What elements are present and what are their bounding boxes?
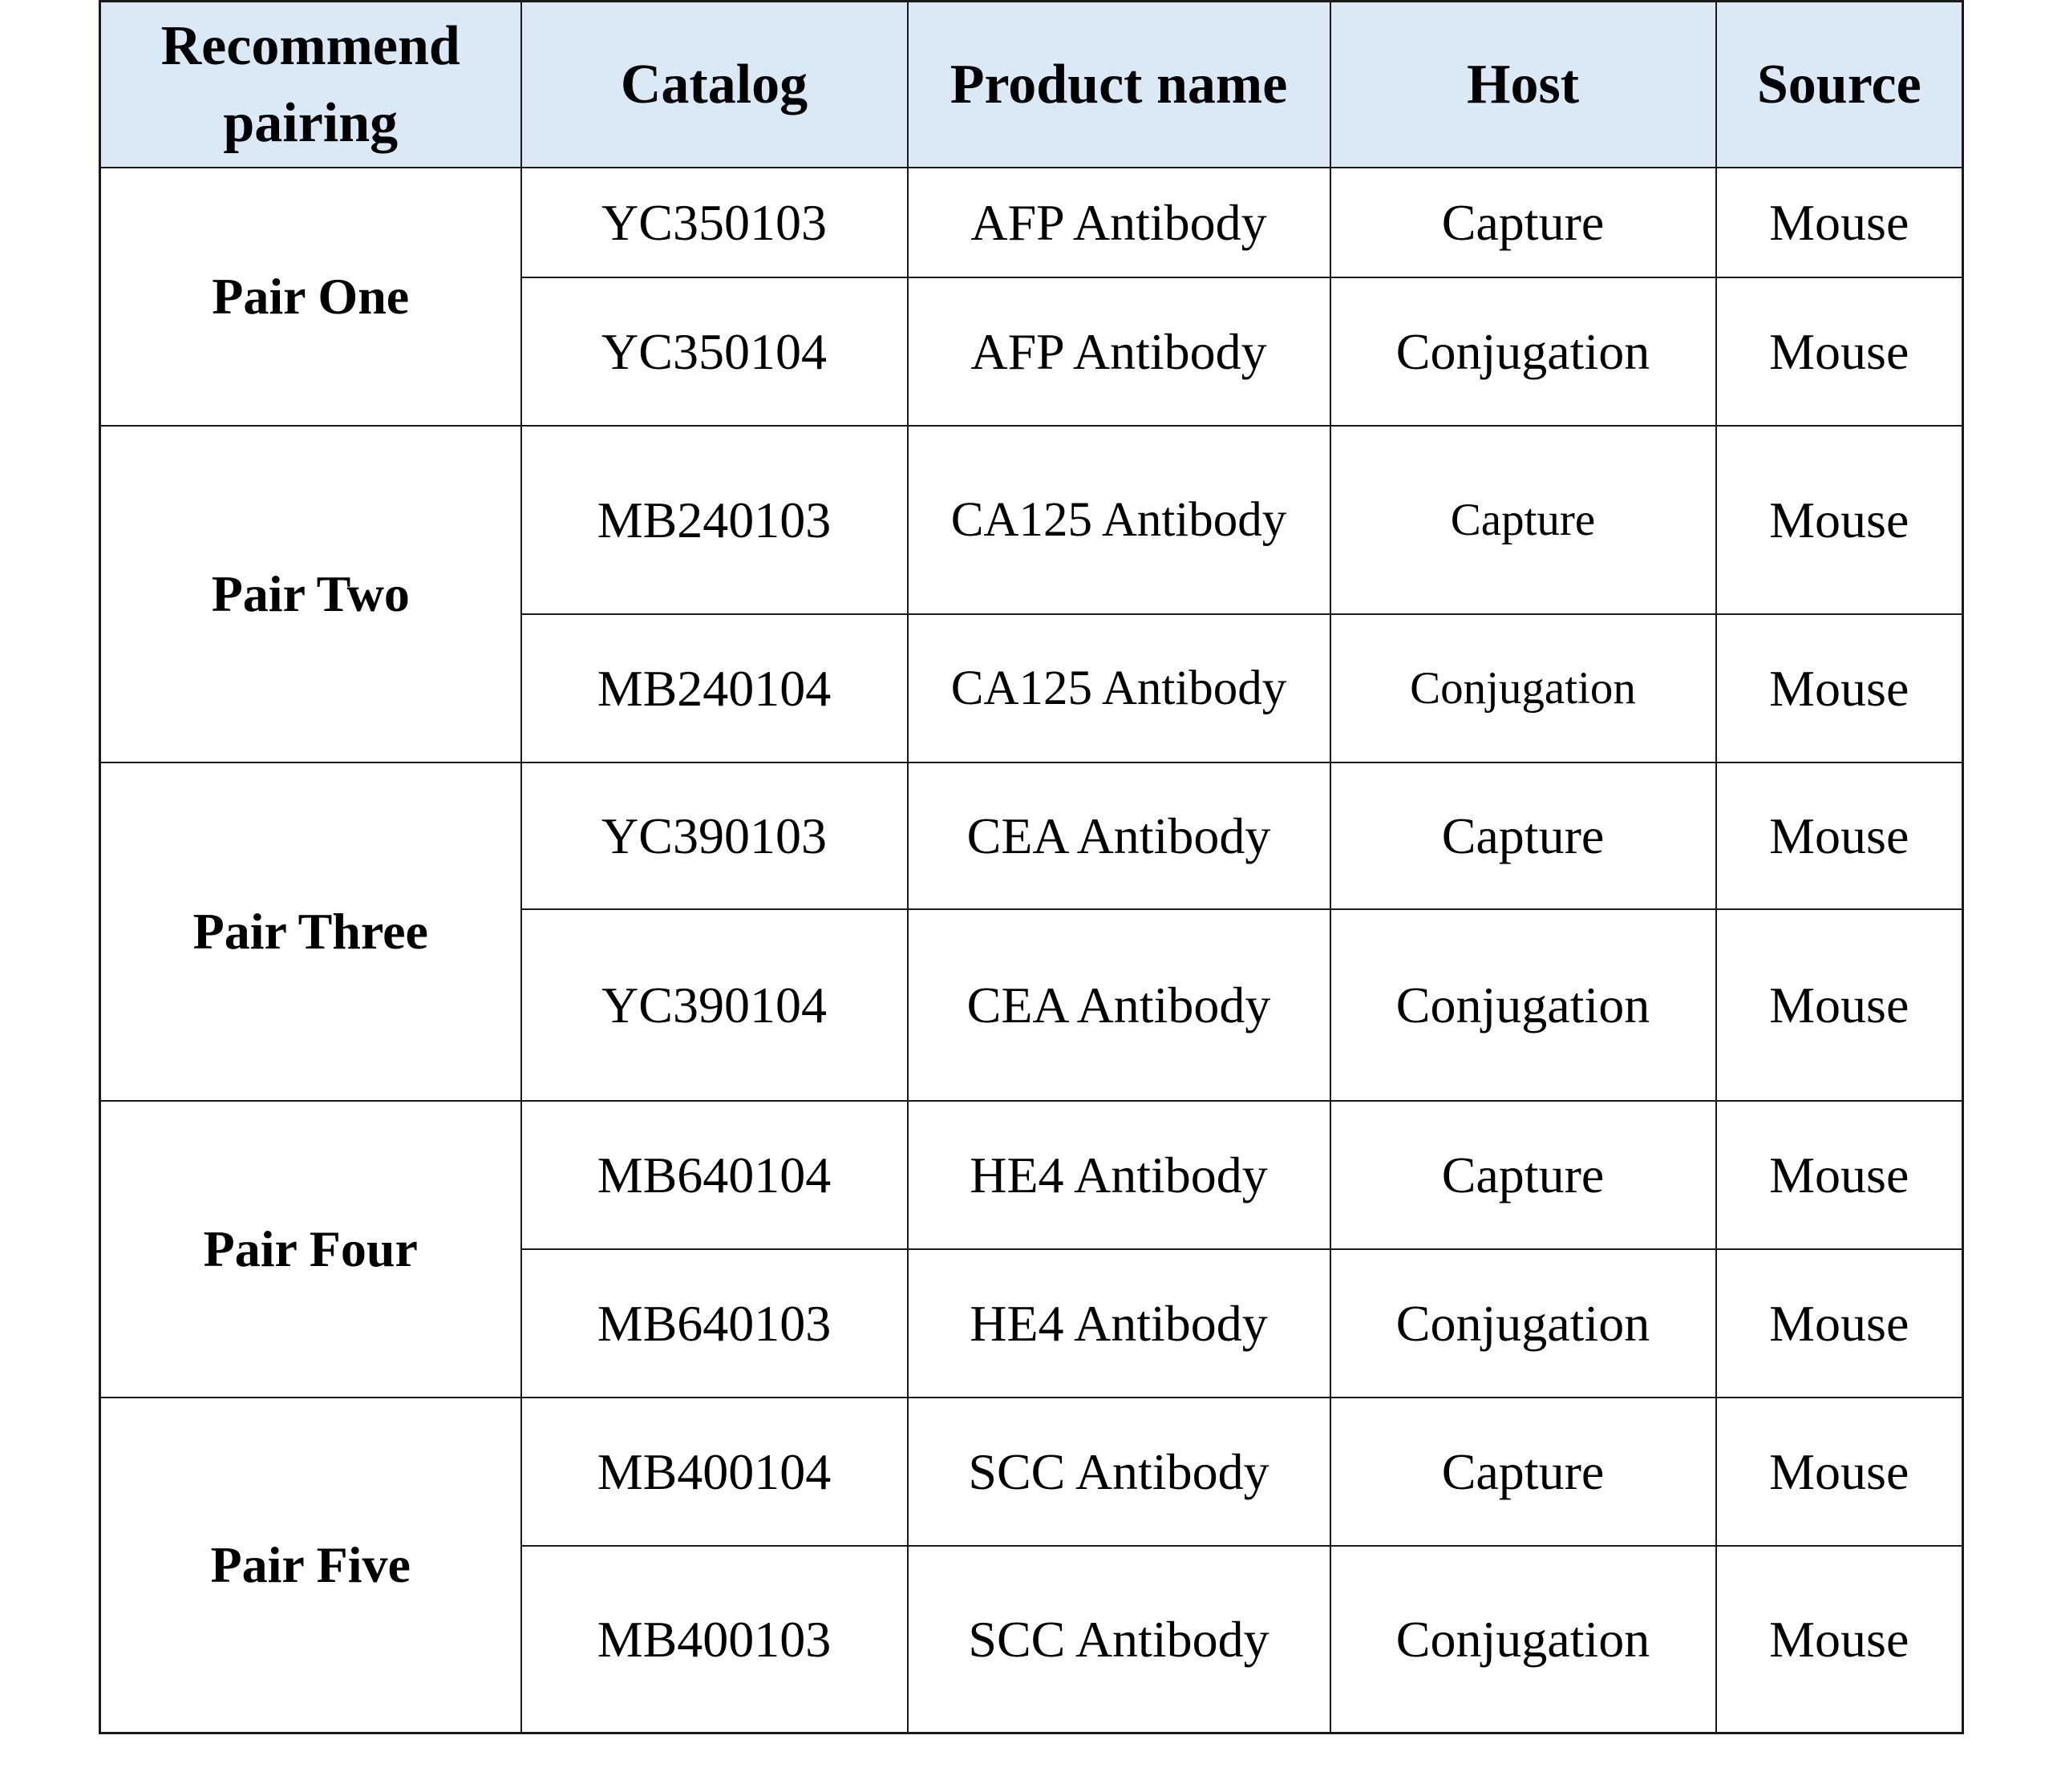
host-cell: Conjugation bbox=[1329, 277, 1717, 427]
header-recommend-pairing: Recommend pairing bbox=[99, 0, 522, 168]
table-row: YC350104 AFP Antibody Conjugation Mouse bbox=[100, 277, 1964, 427]
product-name-cell: CA125 Antibody bbox=[906, 613, 1331, 763]
source-cell: Mouse bbox=[1715, 762, 1964, 910]
catalog-cell: MB640103 bbox=[520, 1248, 909, 1398]
host-cell: Conjugation bbox=[1329, 1545, 1717, 1734]
product-name-cell: CEA Antibody bbox=[906, 762, 1331, 910]
catalog-cell: MB240103 bbox=[520, 425, 909, 615]
table-row: Pair Three YC390103 CEA Antibody Capture… bbox=[99, 762, 1964, 1102]
source-cell: Mouse bbox=[1715, 908, 1964, 1102]
page: Recommend pairing Catalog Product name H… bbox=[99, 0, 1964, 1734]
catalog-cell: YC350103 bbox=[520, 167, 909, 278]
header-catalog: Catalog bbox=[520, 0, 909, 168]
product-name-cell: HE4 Antibody bbox=[906, 1248, 1331, 1398]
source-cell: Mouse bbox=[1715, 1545, 1964, 1734]
catalog-cell: YC390104 bbox=[520, 908, 909, 1102]
header-row: Recommend pairing Catalog Product name H… bbox=[99, 0, 1964, 168]
pair-label: Pair Three bbox=[99, 762, 522, 1102]
pair-label: Pair One bbox=[99, 167, 522, 427]
host-cell: Conjugation bbox=[1329, 908, 1717, 1102]
pair-label: Pair Five bbox=[99, 1397, 522, 1734]
host-cell: Capture bbox=[1329, 425, 1717, 615]
host-cell: Capture bbox=[1329, 1100, 1717, 1250]
table-row: MB240104 CA125 Antibody Conjugation Mous… bbox=[100, 613, 1964, 763]
catalog-cell: MB400104 bbox=[520, 1397, 909, 1547]
antibody-pairing-table: Recommend pairing Catalog Product name H… bbox=[99, 0, 1964, 1734]
host-cell: Conjugation bbox=[1329, 613, 1717, 763]
table-row: Pair Five MB400104 SCC Antibody Capture … bbox=[99, 1397, 1964, 1734]
source-cell: Mouse bbox=[1715, 1248, 1964, 1398]
product-name-cell: AFP Antibody bbox=[906, 167, 1331, 278]
pair-label: Pair Four bbox=[99, 1100, 522, 1398]
catalog-cell: YC390103 bbox=[520, 762, 909, 910]
source-cell: Mouse bbox=[1715, 425, 1964, 615]
source-cell: Mouse bbox=[1715, 277, 1964, 427]
catalog-cell: MB400103 bbox=[520, 1545, 909, 1734]
product-name-cell: CEA Antibody bbox=[906, 908, 1331, 1102]
source-cell: Mouse bbox=[1715, 613, 1964, 763]
product-name-cell: AFP Antibody bbox=[906, 277, 1331, 427]
catalog-cell: MB640104 bbox=[520, 1100, 909, 1250]
table-row: YC390104 CEA Antibody Conjugation Mouse bbox=[100, 908, 1964, 1102]
host-cell: Conjugation bbox=[1329, 1248, 1717, 1398]
source-cell: Mouse bbox=[1715, 1100, 1964, 1250]
header-product-name: Product name bbox=[906, 0, 1331, 168]
host-cell: Capture bbox=[1329, 762, 1717, 910]
host-cell: Capture bbox=[1329, 1397, 1717, 1547]
product-name-cell: SCC Antibody bbox=[906, 1545, 1331, 1734]
table-row: MB400103 SCC Antibody Conjugation Mouse bbox=[100, 1545, 1964, 1734]
product-name-cell: SCC Antibody bbox=[906, 1397, 1331, 1547]
table-row: Pair One YC350103 AFP Antibody Capture M… bbox=[99, 167, 1964, 427]
product-name-cell: CA125 Antibody bbox=[906, 425, 1331, 615]
pair-label: Pair Two bbox=[99, 425, 522, 763]
product-name-cell: HE4 Antibody bbox=[906, 1100, 1331, 1250]
table-row: Pair Two MB240103 CA125 Antibody Capture… bbox=[99, 425, 1964, 763]
header-source: Source bbox=[1715, 0, 1964, 168]
header-host: Host bbox=[1329, 0, 1717, 168]
catalog-cell: YC350104 bbox=[520, 277, 909, 427]
table-row: MB640103 HE4 Antibody Conjugation Mouse bbox=[100, 1248, 1964, 1398]
table-row: Pair Four MB640104 HE4 Antibody Capture … bbox=[99, 1100, 1964, 1398]
host-cell: Capture bbox=[1329, 167, 1717, 278]
source-cell: Mouse bbox=[1715, 167, 1964, 278]
catalog-cell: MB240104 bbox=[520, 613, 909, 763]
source-cell: Mouse bbox=[1715, 1397, 1964, 1547]
